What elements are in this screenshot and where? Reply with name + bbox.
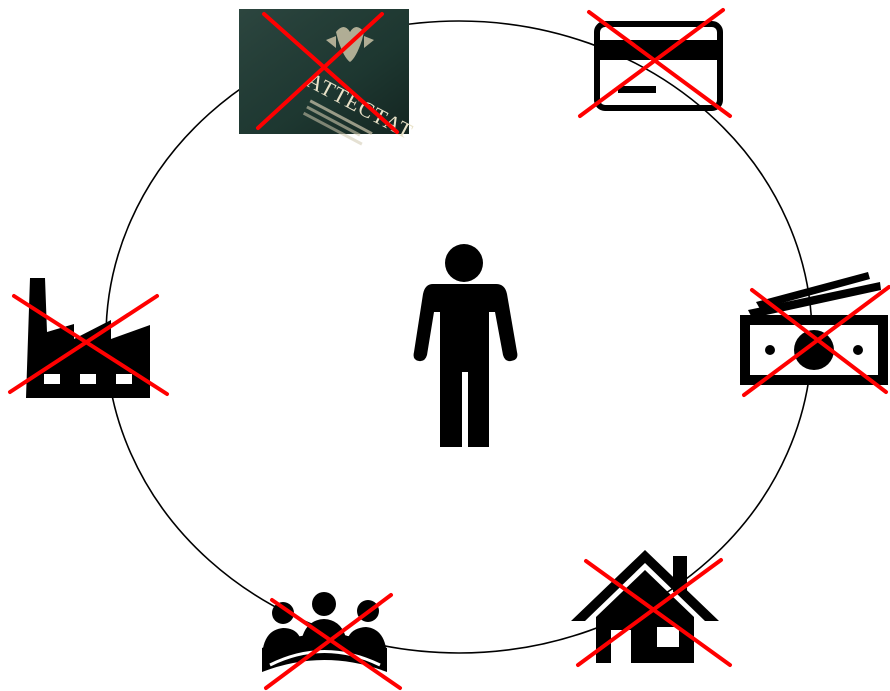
exclusion-diagram: АТТЕСТАТ	[0, 0, 890, 691]
